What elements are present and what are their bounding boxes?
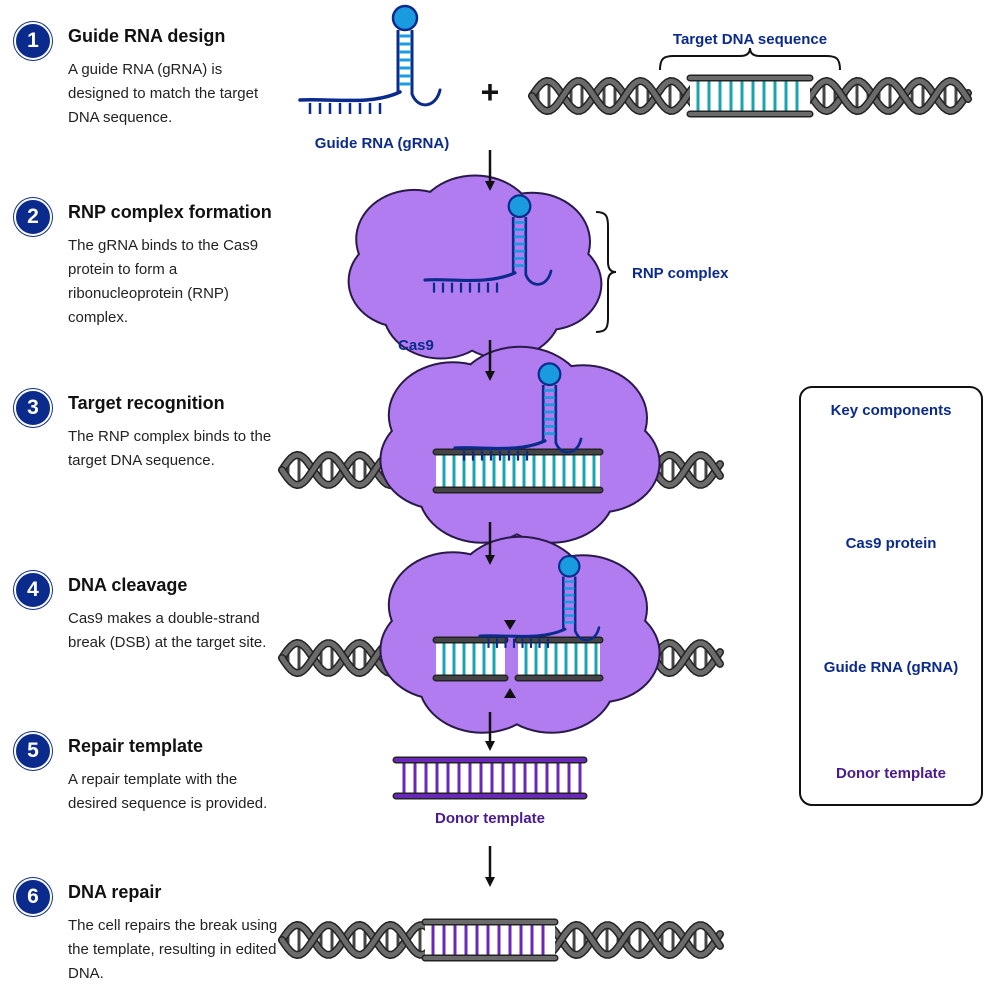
- step-description: A repair template with the desired seque…: [68, 771, 268, 812]
- cut-site-icon: [504, 620, 516, 630]
- step-number: 2: [14, 198, 52, 236]
- step-number: 5: [14, 732, 52, 770]
- grna-hook: [573, 626, 601, 642]
- target-bracket: [659, 47, 841, 71]
- grna-hook: [410, 88, 442, 107]
- cas9-label: Cas9: [398, 337, 434, 354]
- step-title: Target recognition: [68, 393, 225, 413]
- step2-cas9: [347, 174, 603, 360]
- step2-grna: [423, 194, 553, 293]
- grna-hook: [524, 269, 553, 286]
- plus-sign: +: [481, 74, 500, 110]
- step-description: The RNP complex binds to the target DNA …: [68, 428, 272, 469]
- cas9-lobe: [399, 205, 551, 335]
- key-donor-label: Donor template: [836, 765, 946, 782]
- grna-tail: [298, 90, 402, 103]
- step3-cas9: [379, 345, 661, 544]
- step5-donor-template: [392, 756, 588, 800]
- grna-loop: [391, 4, 419, 32]
- step-number: 3: [14, 389, 52, 427]
- rnp-complex-label: RNP complex: [632, 265, 729, 282]
- step1-target-region: [686, 74, 814, 118]
- step4-left-cut: [432, 636, 509, 682]
- step-description: A guide RNA (gRNA) is designed to match …: [68, 61, 259, 126]
- step4-cas9: [379, 535, 661, 734]
- grna-loop: [537, 362, 562, 387]
- step-title: DNA repair: [68, 882, 162, 902]
- key-components-panel: Key components Cas9 protein Guide RNA (g…: [799, 386, 983, 806]
- grna-tail: [478, 627, 567, 638]
- grna-tail: [453, 439, 547, 451]
- ladder-bg: [396, 758, 584, 798]
- step-title: RNP complex formation: [68, 202, 272, 222]
- step1-grna: [298, 4, 442, 114]
- step-title: Repair template: [68, 736, 204, 756]
- step4-grna: [478, 555, 601, 648]
- step-description: Cas9 makes a double-strand break (DSB) a…: [68, 610, 267, 651]
- key-title: Key components: [831, 402, 952, 419]
- step3-grna: [453, 362, 583, 461]
- step-number: 4: [14, 571, 52, 609]
- donor-template-label: Donor template: [435, 810, 545, 827]
- step-description: The cell repairs the break using the tem…: [68, 917, 278, 982]
- grna-loop: [557, 555, 581, 578]
- rnp-bracket: [595, 211, 617, 333]
- step-title: DNA cleavage: [68, 575, 188, 595]
- target-dna-label: Target DNA sequence: [673, 31, 827, 48]
- step-number: 1: [14, 22, 52, 60]
- step-description: The gRNA binds to the Cas9 protein to fo…: [68, 237, 259, 326]
- grna-tail: [423, 271, 517, 283]
- cut-site-icon: [504, 688, 516, 698]
- grna-hook: [554, 437, 583, 454]
- step6-edited-region: [421, 918, 559, 962]
- guide-rna-label: Guide RNA (gRNA): [315, 135, 449, 152]
- step-number: 6: [14, 878, 52, 916]
- key-grna-label: Guide RNA (gRNA): [824, 659, 958, 676]
- key-cas9-label: Cas9 protein: [846, 535, 937, 552]
- step-title: Guide RNA design: [68, 26, 226, 46]
- grna-loop: [507, 194, 532, 219]
